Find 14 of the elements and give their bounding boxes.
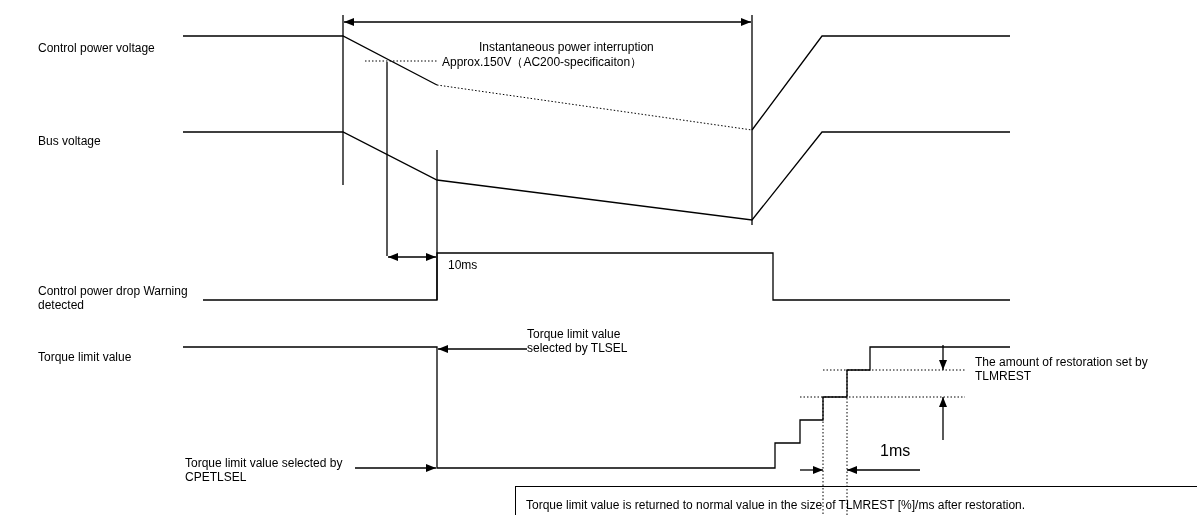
callout-text: Torque limit value selected by CPETLSEL [185, 456, 355, 484]
duration-label: 1ms [880, 442, 912, 460]
signal-label: Approx.150V（AC200-specificaiton） [442, 55, 644, 69]
signal-label: Control power drop Warning detected [38, 284, 188, 312]
note-box: Torque limit value is returned to normal value in the size of TLMREST [%]/ms after restoration. [515, 486, 1197, 515]
duration-label: 10ms [448, 258, 479, 272]
signal-label: Control power voltage [38, 41, 156, 55]
leader-arrow [354, 464, 437, 472]
signal-label: The amount of restoration set by TLMREST [975, 355, 1149, 383]
callout-text: Torque limit value selected by TLSEL [527, 327, 657, 355]
signal-label: Instantaneous power interruption [479, 40, 655, 54]
leader-arrow [437, 345, 528, 353]
signal-label: Torque limit value [38, 350, 133, 364]
signal-label: Bus voltage [38, 134, 102, 148]
